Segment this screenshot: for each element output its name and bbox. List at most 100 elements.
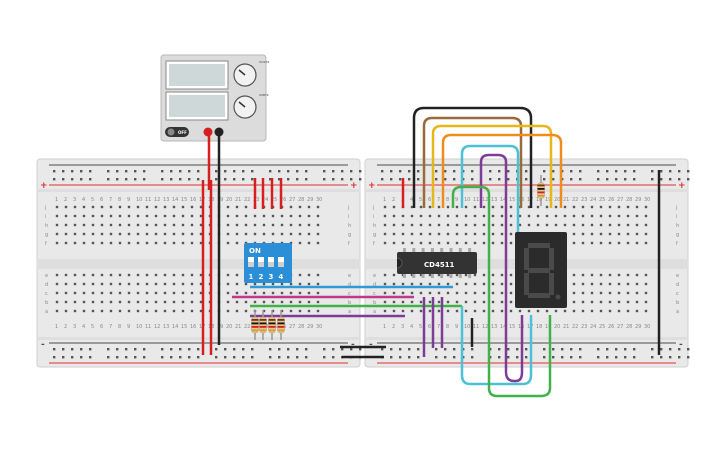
column-number: 25: [271, 197, 277, 203]
column-number: 10: [136, 324, 142, 330]
row-letter: i: [348, 214, 349, 220]
row-letter: c: [373, 291, 376, 297]
column-number: 19: [545, 197, 551, 203]
wire-brown-arch[interactable]: [422, 116, 523, 208]
row-letter: c: [676, 291, 679, 297]
column-number: 13: [491, 197, 497, 203]
rail-plus-label: +: [350, 181, 358, 191]
column-number: 27: [289, 324, 295, 330]
column-number: 1: [383, 197, 386, 203]
row-letter: g: [676, 232, 679, 238]
wire-yellow-arch[interactable]: [431, 124, 553, 208]
column-number: 6: [428, 197, 431, 203]
wire-green-loop[interactable]: [451, 185, 552, 398]
wire-purple-loop[interactable]: [479, 153, 524, 383]
column-number: 14: [500, 324, 506, 330]
column-number: 2: [64, 324, 67, 330]
rail-plus-label: +: [678, 181, 686, 191]
rail-minus-label: -: [41, 340, 45, 350]
column-number: 10: [464, 324, 470, 330]
column-number: 8: [446, 197, 449, 203]
wires: [201, 106, 661, 398]
wire-black-arch[interactable]: [412, 106, 533, 208]
pulldown-resistor[interactable]: [259, 310, 267, 340]
row-letter: b: [45, 300, 48, 306]
column-number: 12: [154, 197, 160, 203]
column-number: 10: [136, 197, 142, 203]
column-number: 2: [392, 324, 395, 330]
column-number: 26: [280, 197, 286, 203]
column-number: 7: [437, 197, 440, 203]
column-number: 3: [73, 324, 76, 330]
row-letter: b: [348, 300, 351, 306]
rail-plus-label: +: [368, 181, 376, 191]
column-number: 28: [626, 197, 632, 203]
resistors: [251, 175, 545, 340]
pulldown-resistor[interactable]: [268, 310, 276, 340]
column-number: 8: [118, 324, 121, 330]
row-letter: g: [373, 232, 376, 238]
row-letter: j: [372, 205, 374, 211]
ic-chip[interactable]: CD4511: [396, 248, 477, 278]
column-number: 4: [82, 324, 85, 330]
pulldown-resistor[interactable]: [251, 310, 259, 340]
column-number: 30: [644, 197, 650, 203]
column-number: 6: [100, 324, 103, 330]
column-number: 13: [163, 324, 169, 330]
row-letter: d: [373, 282, 376, 288]
column-number: 4: [410, 324, 413, 330]
column-number: 15: [509, 324, 515, 330]
column-number: 30: [316, 197, 322, 203]
row-letter: a: [676, 309, 679, 315]
column-number: 14: [172, 324, 178, 330]
column-number: 8: [118, 197, 121, 203]
wire-cyan-lower[interactable]: [460, 306, 533, 386]
row-letter: e: [676, 273, 679, 279]
column-number: 29: [307, 324, 313, 330]
column-number: 12: [154, 324, 160, 330]
column-number: 21: [235, 324, 241, 330]
column-number: 24: [590, 324, 596, 330]
row-letter: i: [373, 214, 374, 220]
column-number: 30: [644, 324, 650, 330]
wire-orange-arch[interactable]: [441, 133, 563, 208]
rail-minus-label: -: [679, 340, 683, 350]
column-number: 20: [226, 324, 232, 330]
dip-switch-number: 2: [259, 273, 264, 281]
column-number: 28: [298, 197, 304, 203]
dip-switch-number: 4: [279, 273, 284, 281]
power-supply[interactable]: VOLTS AMPS OFF: [160, 54, 269, 142]
column-number: 8: [446, 324, 449, 330]
column-number: 5: [419, 324, 422, 330]
pulldown-resistor[interactable]: [277, 310, 285, 340]
row-letter: d: [348, 282, 351, 288]
column-number: 1: [383, 324, 386, 330]
column-number: 22: [244, 197, 250, 203]
column-number: 25: [599, 324, 605, 330]
column-number: 11: [145, 197, 151, 203]
row-letter: h: [45, 223, 48, 229]
column-number: 9: [127, 324, 130, 330]
dip-switch-on-label: ON: [249, 247, 261, 255]
negative-terminal[interactable]: [214, 127, 224, 137]
column-number: 2: [64, 197, 67, 203]
row-letter: b: [676, 300, 679, 306]
column-number: 20: [226, 197, 232, 203]
row-letter: j: [675, 205, 677, 211]
power-toggle-label: OFF: [178, 130, 187, 135]
column-number: 13: [163, 197, 169, 203]
column-number: 11: [145, 324, 151, 330]
wire-cyan-loop[interactable]: [460, 144, 520, 240]
row-letter: h: [676, 223, 679, 229]
row-letter: e: [373, 273, 376, 279]
row-letter: a: [348, 309, 351, 315]
column-number: 25: [599, 197, 605, 203]
display-resistor[interactable]: [537, 175, 545, 206]
rail-minus-label: -: [351, 340, 355, 350]
row-letter: a: [45, 309, 48, 315]
seven-segment-display[interactable]: [515, 232, 567, 308]
column-number: 14: [172, 197, 178, 203]
column-number: 11: [473, 197, 479, 203]
